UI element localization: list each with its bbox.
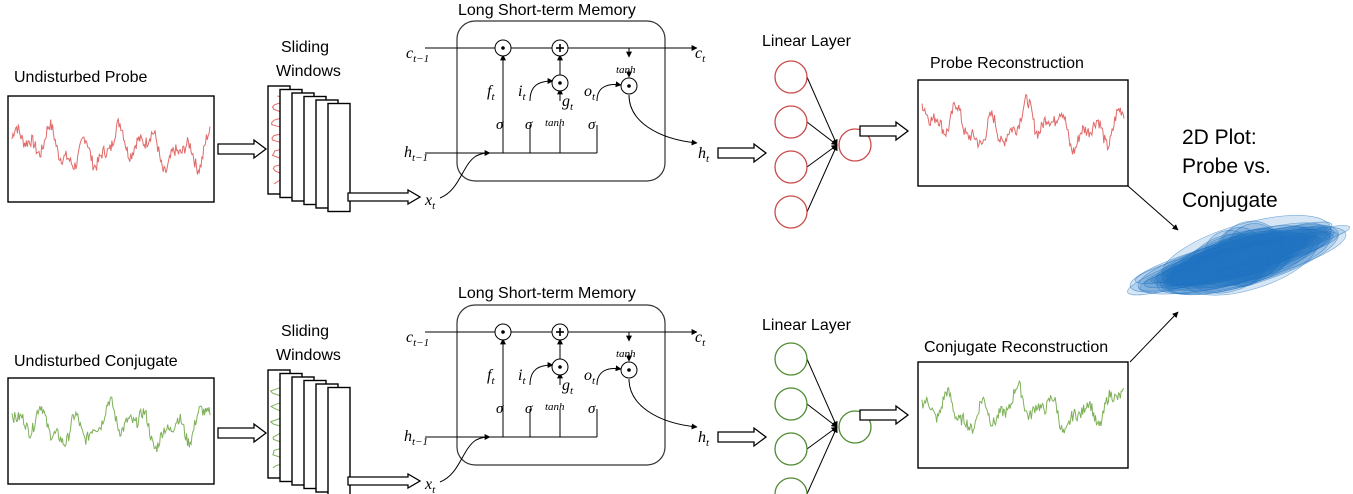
window-signal xyxy=(269,379,289,469)
top-windows-label-1: Sliding xyxy=(281,39,329,56)
top-output-box xyxy=(917,79,1129,187)
svg-text:gt: gt xyxy=(562,377,574,397)
svg-text:σ: σ xyxy=(496,401,504,417)
bottom-input-box xyxy=(7,377,215,485)
top-output-label: Probe Reconstruction xyxy=(930,55,1084,72)
svg-text:ft: ft xyxy=(487,83,495,103)
top-sliding-windows xyxy=(267,85,351,213)
svg-text:ht−1: ht−1 xyxy=(404,144,428,164)
bottom-output-box xyxy=(917,361,1129,469)
linear-input-node xyxy=(774,432,808,466)
bottom-sliding-windows xyxy=(267,369,351,494)
svg-text:xt: xt xyxy=(424,192,436,212)
svg-text:ht: ht xyxy=(698,429,710,449)
top-input-signal xyxy=(11,117,211,175)
svg-text:ct: ct xyxy=(695,329,706,349)
bottom-lstm-symbols: ct−1 ct ht−1 xt ft it gt ot σ σ tanh σ t… xyxy=(404,329,710,494)
svg-text:ct−1: ct−1 xyxy=(406,329,429,349)
cloud-loop xyxy=(1161,215,1332,289)
top-windows-label-2: Windows xyxy=(276,63,341,80)
linear-input-node xyxy=(774,342,808,376)
svg-text:it: it xyxy=(518,83,526,103)
svg-text:gt: gt xyxy=(562,93,574,113)
top-lstm-title: Long Short-term Memory xyxy=(458,2,636,19)
linear-connection xyxy=(806,76,838,146)
bottom-windows-label-2: Windows xyxy=(276,347,341,364)
window-frame xyxy=(327,102,351,213)
cloud-loop xyxy=(1156,226,1317,285)
cloud-loop xyxy=(1176,228,1296,288)
linear-input-node xyxy=(774,150,808,184)
top-input-label: Undisturbed Probe xyxy=(14,69,148,86)
linear-input-node xyxy=(774,60,808,94)
svg-text:it: it xyxy=(518,367,526,387)
top-linear-layer xyxy=(774,60,872,229)
top-arrow-to-linear xyxy=(717,143,767,163)
linear-input-node xyxy=(774,105,808,139)
bottom-row: Undisturbed Conjugate Sliding Windows Lo… xyxy=(7,285,1129,494)
svg-text:ot: ot xyxy=(584,367,596,387)
svg-text:ft: ft xyxy=(487,367,495,387)
svg-text:tanh: tanh xyxy=(545,117,565,129)
linear-input-node xyxy=(774,477,808,494)
svg-text:σ: σ xyxy=(525,401,533,417)
svg-text:ht−1: ht−1 xyxy=(404,428,428,448)
bottom-lstm-title: Long Short-term Memory xyxy=(458,285,636,302)
cloud-loop xyxy=(1164,236,1307,286)
svg-text:ht: ht xyxy=(698,145,710,165)
cloud-loop xyxy=(1170,244,1288,286)
bottom-input-signal xyxy=(11,396,211,453)
window-frame xyxy=(327,386,351,494)
linear-connection xyxy=(806,426,838,494)
bottom-lstm-cell xyxy=(425,305,697,465)
svg-text:tanh: tanh xyxy=(616,348,636,360)
plot-title-line-1: 2D Plot: xyxy=(1182,126,1257,149)
svg-text:tanh: tanh xyxy=(616,64,636,76)
svg-text:tanh: tanh xyxy=(545,401,565,413)
bottom-linear-label: Linear Layer xyxy=(762,317,852,334)
bottom-arrow-to-windows xyxy=(217,423,267,443)
bottom-input-label: Undisturbed Conjugate xyxy=(14,353,178,370)
probe-vs-conjugate-cloud xyxy=(1127,215,1351,296)
cloud-loop xyxy=(1164,232,1314,296)
cloud-loop xyxy=(1170,242,1298,287)
window-signal xyxy=(271,95,289,185)
scatter-plot-panel: 2D Plot: Probe vs. Conjugate xyxy=(1127,126,1351,363)
linear-input-node xyxy=(774,195,808,229)
svg-text:ct−1: ct−1 xyxy=(406,45,429,65)
svg-text:σ: σ xyxy=(588,117,596,133)
cloud-loop xyxy=(1195,242,1270,273)
plot-title-line-2: Probe vs. xyxy=(1182,155,1271,178)
svg-text:σ: σ xyxy=(496,117,504,133)
linear-connection xyxy=(806,144,838,168)
linear-input-node xyxy=(774,387,808,421)
cloud-loop xyxy=(1166,240,1294,286)
svg-text:xt: xt xyxy=(424,476,436,494)
bottom-windows-label-1: Sliding xyxy=(281,323,329,340)
svg-text:ct: ct xyxy=(695,45,706,65)
bottom-arrow-to-linear xyxy=(717,427,767,447)
linear-output-node xyxy=(838,128,872,162)
linear-connection xyxy=(806,144,838,213)
top-row: Undisturbed Probe Sliding Windows Long S… xyxy=(7,2,1129,229)
svg-text:ot: ot xyxy=(584,83,596,103)
svg-text:σ: σ xyxy=(525,117,533,133)
svg-text:σ: σ xyxy=(588,401,596,417)
top-lstm-symbols: ct−1 ct ht−1 xt ft it gt ot σ σ tanh σ t… xyxy=(404,45,710,212)
cloud-loop xyxy=(1187,233,1269,294)
bottom-output-label: Conjugate Reconstruction xyxy=(924,339,1108,356)
plot-title-line-3: Conjugate xyxy=(1182,189,1278,212)
bottom-linear-layer xyxy=(774,342,872,494)
top-arrow-to-windows xyxy=(217,139,267,159)
top-lstm-cell xyxy=(425,21,697,181)
top-linear-label: Linear Layer xyxy=(762,33,852,50)
cloud-loop xyxy=(1212,234,1285,269)
top-output-signal xyxy=(921,93,1125,155)
linear-connection xyxy=(806,358,838,428)
bottom-output-signal xyxy=(921,379,1125,434)
linear-connection xyxy=(806,121,838,146)
linear-connection xyxy=(806,426,838,450)
linear-connection xyxy=(806,403,838,428)
